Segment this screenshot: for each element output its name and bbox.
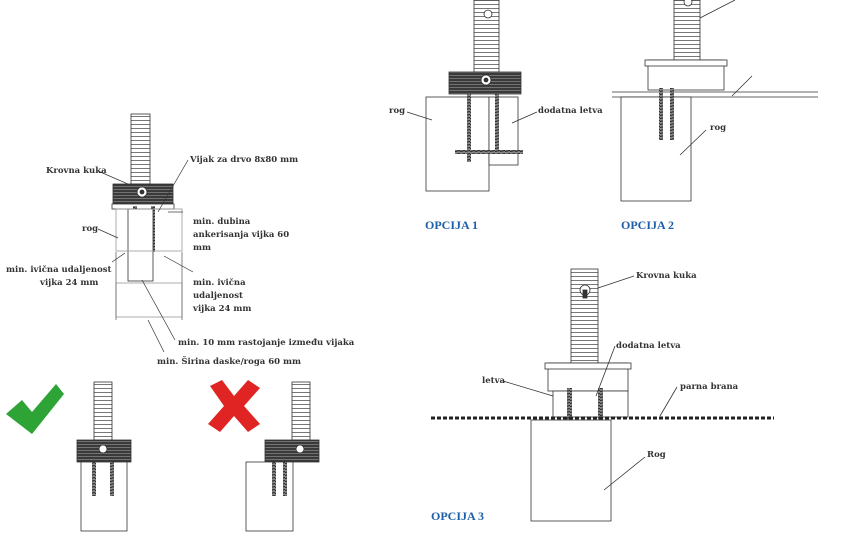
- option-label-3: OPCIJA 3: [431, 509, 484, 523]
- opcija1-diagram: [406, 0, 538, 192]
- option-label-1: OPCIJA 1: [425, 218, 478, 232]
- label-opt1-rog: rog: [389, 106, 405, 116]
- opcija3-diagram: [431, 268, 774, 522]
- label-parna-brana: parna brana: [680, 382, 739, 392]
- cross-icon: [208, 380, 260, 432]
- label-opt3-rog: Rog: [647, 450, 666, 460]
- label-letva: letva: [482, 376, 506, 386]
- label-ivicna-left-1: min. ivična udaljenost: [6, 264, 112, 275]
- label-ivicna-left-2: vijka 24 mm: [39, 278, 98, 288]
- checkmark-icon: [6, 384, 64, 434]
- correct-example: [76, 381, 132, 532]
- label-opt2-rog: rog: [710, 123, 726, 133]
- label-vijak: Vijak za drvo 8x80 mm: [189, 155, 298, 165]
- label-ivicna-right-3: vijka 24 mm: [192, 304, 251, 314]
- option-label-2: OPCIJA 2: [621, 218, 674, 232]
- label-rastojanje: min. 10 mm rastojanje između vijaka: [178, 338, 355, 348]
- label-dodatna-letva-3: dodatna letva: [616, 341, 681, 351]
- label-krovna-kuka: Krovna kuka: [46, 166, 107, 176]
- label-opt3-krovna-kuka: Krovna kuka: [636, 271, 697, 281]
- wrong-example: [245, 381, 320, 532]
- main-detail: [111, 113, 183, 320]
- main-leaders: [97, 159, 194, 353]
- label-rog-main: rog: [82, 224, 98, 234]
- label-ivicna-right-2: udaljenost: [193, 291, 243, 301]
- label-sirina: min. Širina daske/roga 60 mm: [157, 355, 301, 367]
- opcija2-diagram: [612, 0, 818, 202]
- label-ivicna-right-1: min. ivična: [193, 277, 246, 288]
- label-dubina-3: mm: [193, 243, 211, 253]
- label-dodatna-letva-1: dodatna letva: [538, 106, 603, 116]
- label-dubina-1: min. dubina: [193, 217, 251, 227]
- label-dubina-2: ankerisanja vijka 60: [193, 230, 289, 240]
